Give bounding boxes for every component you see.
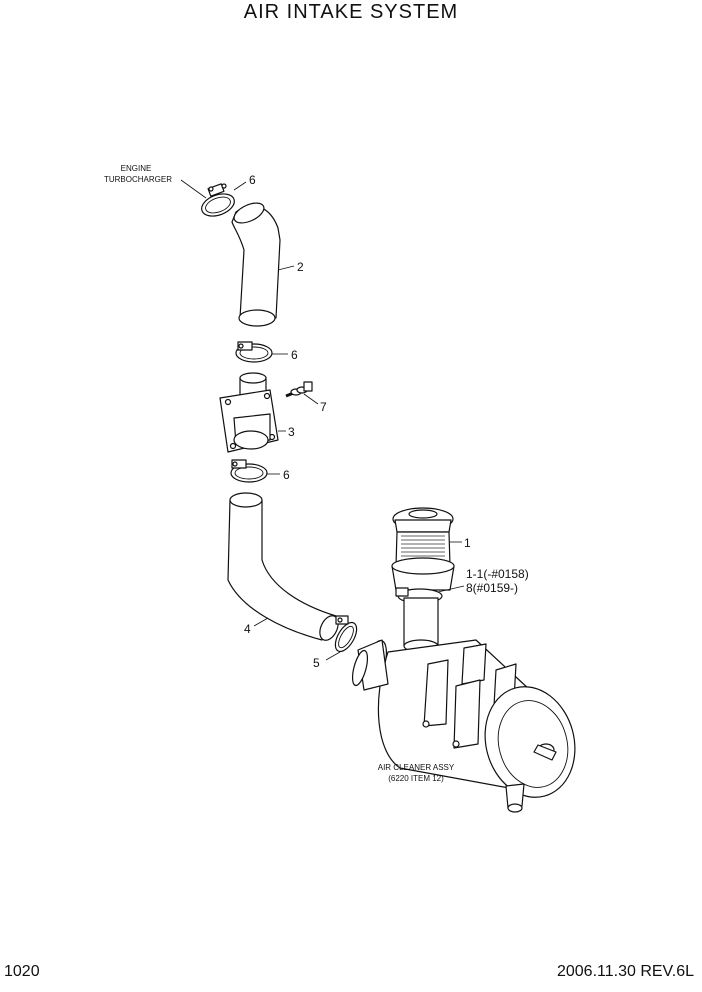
air-cleaner-label: AIR CLEANER ASSY bbox=[378, 763, 455, 772]
air-cleaner-ref: (6220 ITEM 12) bbox=[388, 774, 444, 783]
hose-clamp-5 bbox=[334, 615, 358, 653]
callout-2: 2 bbox=[297, 260, 304, 274]
hose-clamp-top bbox=[201, 183, 235, 217]
revision-label: 2006.11.30 REV.6L bbox=[556, 963, 694, 980]
flange-pipe-3 bbox=[219, 372, 279, 453]
page-number: 1020 bbox=[4, 963, 40, 980]
turbocharger-label: TURBOCHARGER bbox=[104, 175, 172, 184]
bolt-7 bbox=[285, 381, 313, 398]
callout-5: 5 bbox=[313, 656, 320, 670]
air-cleaner-assy bbox=[351, 507, 576, 813]
callout-3: 3 bbox=[288, 425, 295, 439]
hose-4 bbox=[227, 492, 339, 641]
hose-clamp-middle bbox=[235, 341, 273, 363]
callout-7: 7 bbox=[320, 400, 327, 414]
callout-6c: 6 bbox=[283, 468, 290, 482]
engine-label: ENGINE bbox=[121, 164, 152, 173]
callout-4: 4 bbox=[244, 622, 251, 636]
callout-8: 8(#0159-) bbox=[466, 581, 518, 595]
callout-1: 1 bbox=[464, 536, 471, 550]
hose-clamp-lower bbox=[230, 459, 268, 483]
callout-6b: 6 bbox=[291, 348, 298, 362]
callout-6a: 6 bbox=[249, 173, 256, 187]
page-title: AIR INTAKE SYSTEM bbox=[243, 1, 459, 23]
hose-2 bbox=[231, 202, 281, 327]
callout-1-1: 1-1(-#0158) bbox=[466, 567, 529, 581]
